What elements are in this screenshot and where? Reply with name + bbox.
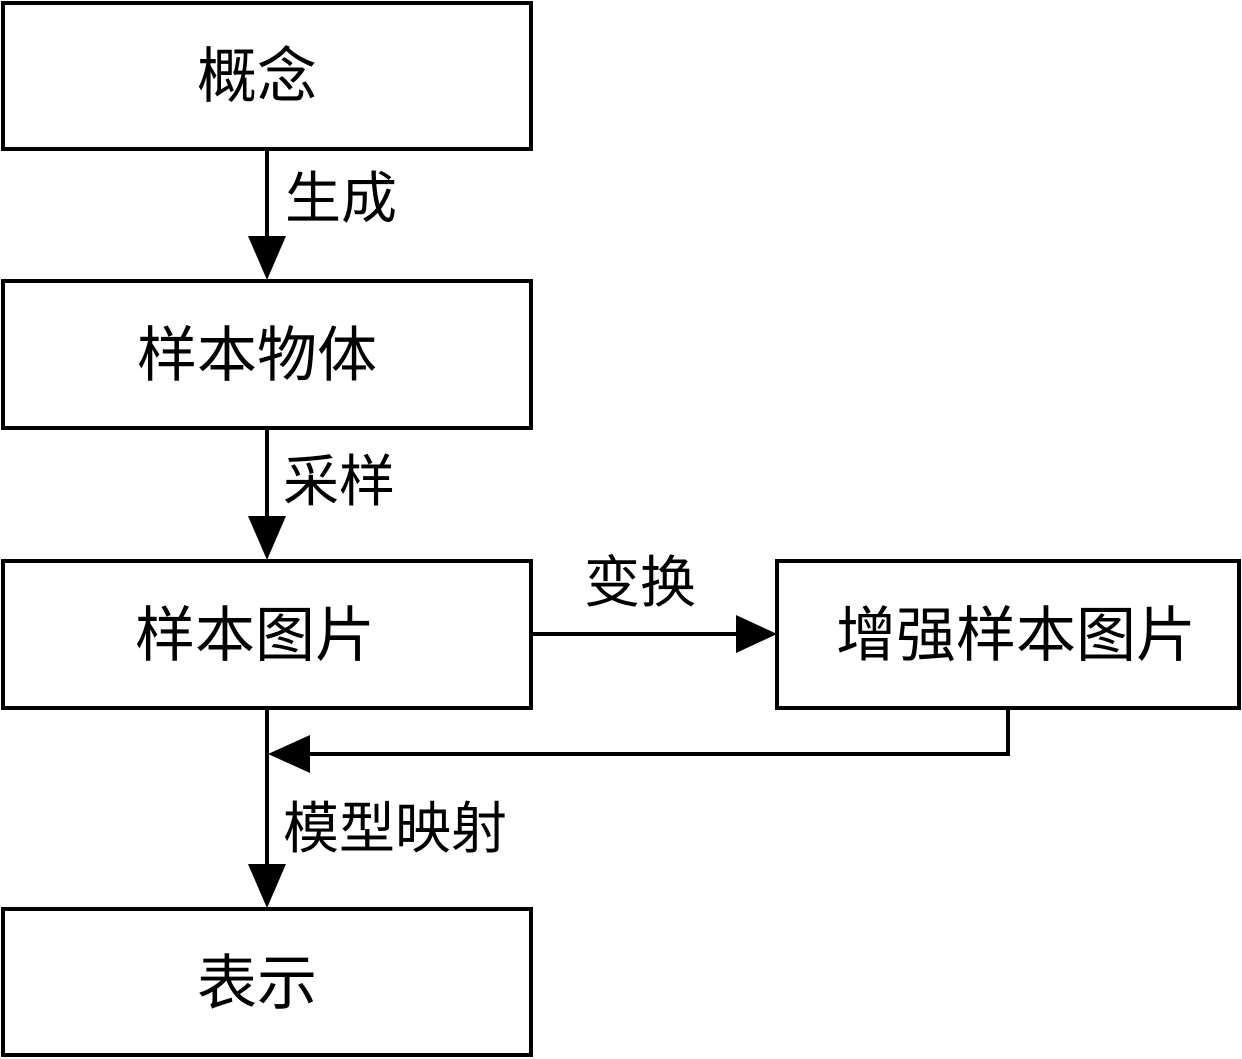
- edge-model-mapping-arrowhead: [248, 864, 286, 908]
- node-augmented-image: 增强样本图片: [775, 559, 1241, 710]
- node-concept-label: 概念: [197, 42, 317, 112]
- edge-transform-label: 变换: [584, 551, 696, 616]
- node-sample-image-label: 样本图片: [135, 601, 375, 671]
- node-augmented-image-label: 增强样本图片: [836, 601, 1196, 671]
- edge-return: [268, 708, 1010, 773]
- node-representation: 表示: [1, 907, 533, 1057]
- edge-sampling-arrowhead: [248, 516, 286, 560]
- node-representation-box: [1, 907, 533, 1057]
- edge-generate: 生成: [248, 149, 397, 280]
- edge-transform-arrowhead: [736, 615, 777, 653]
- edge-sampling-label: 采样: [283, 450, 395, 515]
- edge-generate-label: 生成: [285, 167, 397, 232]
- edge-return-line: [308, 708, 1010, 756]
- node-concept: 概念: [1, 1, 533, 151]
- node-representation-label: 表示: [197, 949, 317, 1019]
- edge-return-arrowhead: [268, 735, 310, 773]
- edge-model-mapping: 模型映射: [248, 708, 507, 908]
- edge-transform: 变换: [531, 551, 777, 653]
- edge-model-mapping-label: 模型映射: [283, 797, 507, 862]
- node-sample-object: 样本物体: [1, 279, 533, 430]
- node-sample-object-label: 样本物体: [137, 321, 377, 391]
- edge-sampling: 采样: [248, 428, 395, 560]
- edge-generate-arrowhead: [248, 236, 286, 280]
- node-sample-image: 样本图片: [1, 559, 533, 710]
